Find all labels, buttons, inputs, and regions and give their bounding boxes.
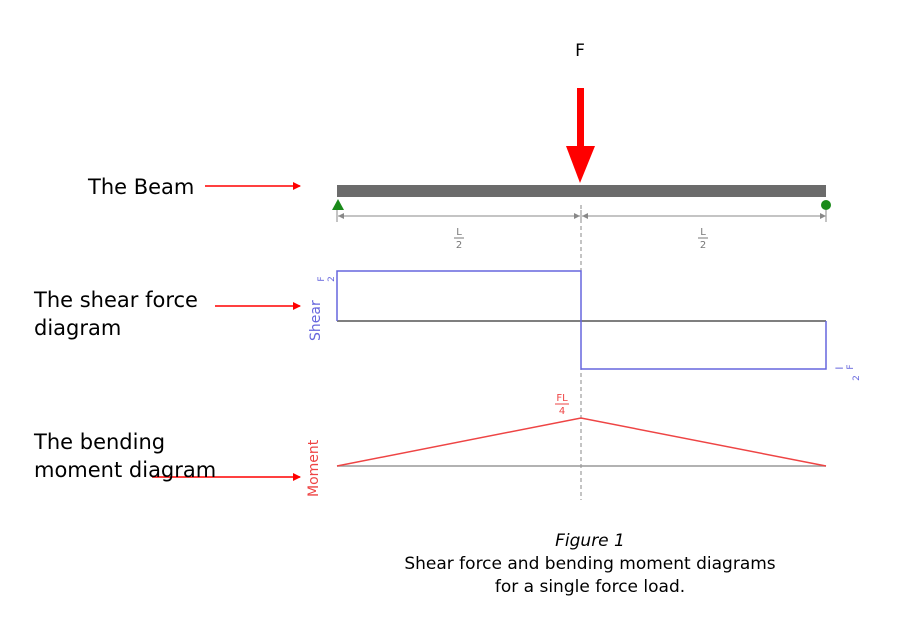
- moment-max-denominator: 4: [559, 406, 565, 417]
- moment-max-value: FL 4: [555, 393, 569, 417]
- moment-curve: [336, 417, 827, 467]
- shear-negative-numerator: F: [846, 364, 856, 369]
- shear-label-line2: diagram: [34, 316, 122, 340]
- beam-label: The Beam: [88, 175, 195, 199]
- right-span-denominator: 2: [700, 240, 706, 251]
- moment-label-line2: moment diagram: [34, 458, 217, 482]
- shear-axis-label: Shear: [308, 300, 324, 341]
- shear-curve: [336, 270, 827, 370]
- beam: [337, 185, 826, 197]
- moment-axis-label: Moment: [306, 439, 322, 497]
- moment-label-line1: The bending: [34, 430, 166, 454]
- dimension-line: [336, 210, 827, 222]
- caption-line2: for a single force load.: [494, 577, 686, 597]
- shear-positive-value: F 2: [317, 276, 337, 282]
- roller-support-icon: [821, 200, 831, 210]
- shear-negative-denominator: 2: [852, 375, 862, 381]
- force-label: F: [575, 41, 585, 61]
- svg-text:−: −: [834, 361, 844, 375]
- shear-label-line1: The shear force: [34, 288, 198, 312]
- pin-support-icon: [332, 199, 344, 210]
- caption-line1: Shear force and bending moment diagrams: [404, 554, 776, 574]
- left-span-numerator: L: [456, 227, 462, 238]
- right-span-label: L 2: [698, 227, 708, 251]
- moment-max-numerator: FL: [556, 393, 568, 404]
- shear-positive-denominator: 2: [327, 276, 337, 282]
- shear-negative-value: − F 2: [834, 361, 862, 381]
- shear-positive-numerator: F: [317, 276, 327, 281]
- right-span-numerator: L: [700, 227, 706, 238]
- force-arrow: [566, 88, 595, 183]
- left-span-label: L 2: [454, 227, 464, 251]
- caption-title: Figure 1: [555, 531, 625, 551]
- left-span-denominator: 2: [456, 240, 462, 251]
